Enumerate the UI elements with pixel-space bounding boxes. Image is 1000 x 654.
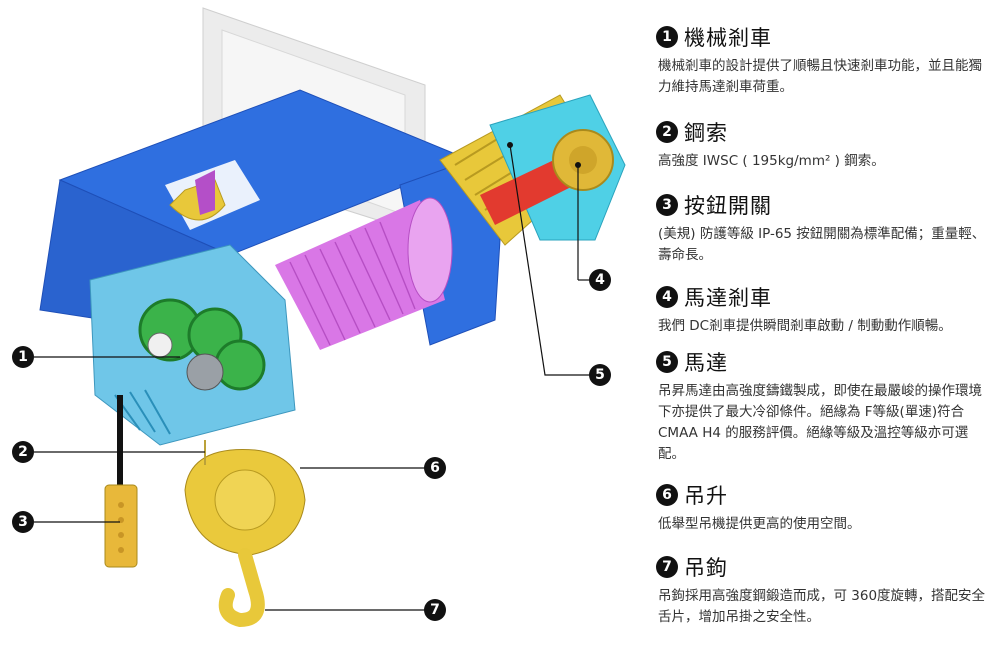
motor [439, 94, 626, 246]
feature-description: 吊昇馬達由高強度鑄鐵製成，即使在最嚴峻的操作環境下亦提供了最大冷卻條件。絕緣為 … [658, 383, 982, 462]
feature-hook: 7 吊鉤 吊鉤採用高強度鋼鍛造而成，可 360度旋轉，搭配安全舌片，增加吊掛之安全… [656, 552, 991, 628]
hoist-illustration [34, 7, 626, 628]
feature-push-button: 3 按鈕開關 (美規) 防護等級 IP-65 按鈕開關為標準配備；重量輕、壽命長。 [656, 190, 991, 266]
feature-number: 3 [656, 194, 678, 216]
hoist-diagram: 1 2 3 4 5 6 7 [12, 7, 626, 628]
feature-number: 7 [656, 556, 678, 578]
feature-number: 6 [656, 484, 678, 506]
leader-lines [34, 144, 590, 611]
feature-motor-brake: 4 馬達剎車 我們 DC剎車提供瞬間剎車啟動 / 制動動作順暢。 [656, 282, 991, 337]
feature-description: 低舉型吊機提供更高的使用空間。 [658, 516, 861, 532]
callout-2: 2 [12, 441, 34, 463]
feature-number: 5 [656, 351, 678, 373]
feature-description: 高強度 IWSC ( 195kg/mm² ) 鋼索。 [658, 153, 885, 169]
feature-motor: 5 馬達 吊昇馬達由高強度鑄鐵製成，即使在最嚴峻的操作環境下亦提供了最大冷卻條件。… [656, 347, 991, 465]
feature-mechanical-brake: 1 機械剎車 機械剎車的設計提供了順暢且快速剎車功能，並且能獨力維持馬達剎車荷重。 [656, 22, 991, 98]
hook-block [184, 449, 306, 628]
feature-title: 按鈕開關 [684, 194, 772, 218]
callout-7: 7 [424, 599, 446, 621]
feature-title: 吊升 [684, 484, 728, 508]
callout-6: 6 [424, 457, 446, 479]
feature-number: 4 [656, 286, 678, 308]
hook [218, 548, 265, 628]
feature-title: 馬達剎車 [684, 286, 772, 310]
feature-number: 2 [656, 121, 678, 143]
feature-description: (美規) 防護等級 IP-65 按鈕開關為標準配備；重量輕、壽命長。 [658, 226, 986, 263]
rope-drum [275, 197, 453, 350]
feature-title: 吊鉤 [684, 556, 728, 580]
feature-number: 1 [656, 26, 678, 48]
feature-description: 我們 DC剎車提供瞬間剎車啟動 / 制動動作順暢。 [658, 318, 952, 334]
callout-1: 1 [12, 346, 34, 368]
feature-description: 吊鉤採用高強度鋼鍛造而成，可 360度旋轉，搭配安全舌片，增加吊掛之安全性。 [658, 588, 986, 625]
feature-description: 機械剎車的設計提供了順暢且快速剎車功能，並且能獨力維持馬達剎車荷重。 [658, 58, 982, 95]
feature-title: 馬達 [684, 351, 728, 375]
callout-4: 4 [589, 269, 611, 291]
feature-title: 機械剎車 [684, 26, 772, 50]
callout-3: 3 [12, 511, 34, 533]
feature-title: 鋼索 [684, 121, 728, 145]
feature-wire-rope: 2 鋼索 高強度 IWSC ( 195kg/mm² ) 鋼索。 [656, 117, 991, 172]
callout-5: 5 [589, 364, 611, 386]
control-pendant [104, 484, 138, 568]
gearbox [89, 244, 296, 446]
feature-hoist: 6 吊升 低舉型吊機提供更高的使用空間。 [656, 480, 991, 535]
